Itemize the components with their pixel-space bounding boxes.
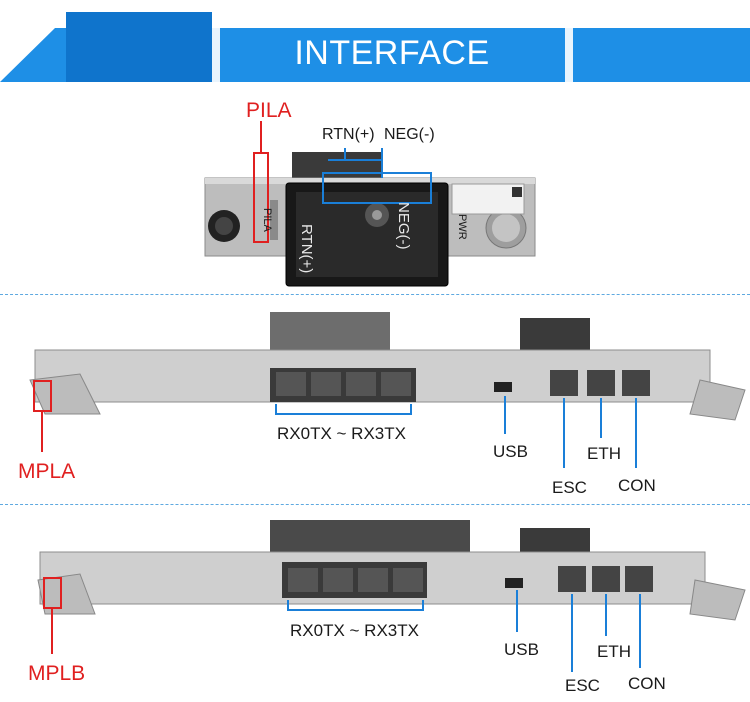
section-divider <box>0 504 750 505</box>
mplb-label: MPLB <box>28 662 86 685</box>
mplb-eth-label: ETH <box>597 642 631 661</box>
pila-module <box>204 152 536 287</box>
panel-pwr-label: PWR <box>456 214 468 240</box>
mpla-con-label: CON <box>618 476 656 495</box>
panel-pila-label: PILA <box>261 208 273 232</box>
mplb-usb-label: USB <box>504 640 539 659</box>
mpla-usb-label: USB <box>493 442 528 461</box>
mplb-rx-label: RX0TX ~ RX3TX <box>290 621 419 640</box>
pila-label: PILA <box>246 99 292 122</box>
rtn-label: RTN(+) <box>322 126 375 143</box>
mpla-board <box>29 312 746 421</box>
mpla-esc-label: ESC <box>552 478 587 497</box>
panel-neg-label: NEG(-) <box>395 202 412 250</box>
mpla-eth-label: ETH <box>587 444 621 463</box>
neg-label: NEG(-) <box>384 126 435 143</box>
mplb-con-label: CON <box>628 674 666 693</box>
panel-rtn-label: RTN(+) <box>298 224 315 274</box>
mpla-rx-label: RX0TX ~ RX3TX <box>277 424 406 443</box>
mplb-board <box>37 520 746 621</box>
banner <box>0 12 750 82</box>
terminal-bracket <box>322 172 432 204</box>
page-title: INTERFACE DIAGRAM <box>294 34 490 118</box>
mplb-esc-label: ESC <box>565 676 600 695</box>
banner-left-block <box>66 12 212 82</box>
mpla-label: MPLA <box>18 460 76 483</box>
section-divider <box>0 294 750 295</box>
